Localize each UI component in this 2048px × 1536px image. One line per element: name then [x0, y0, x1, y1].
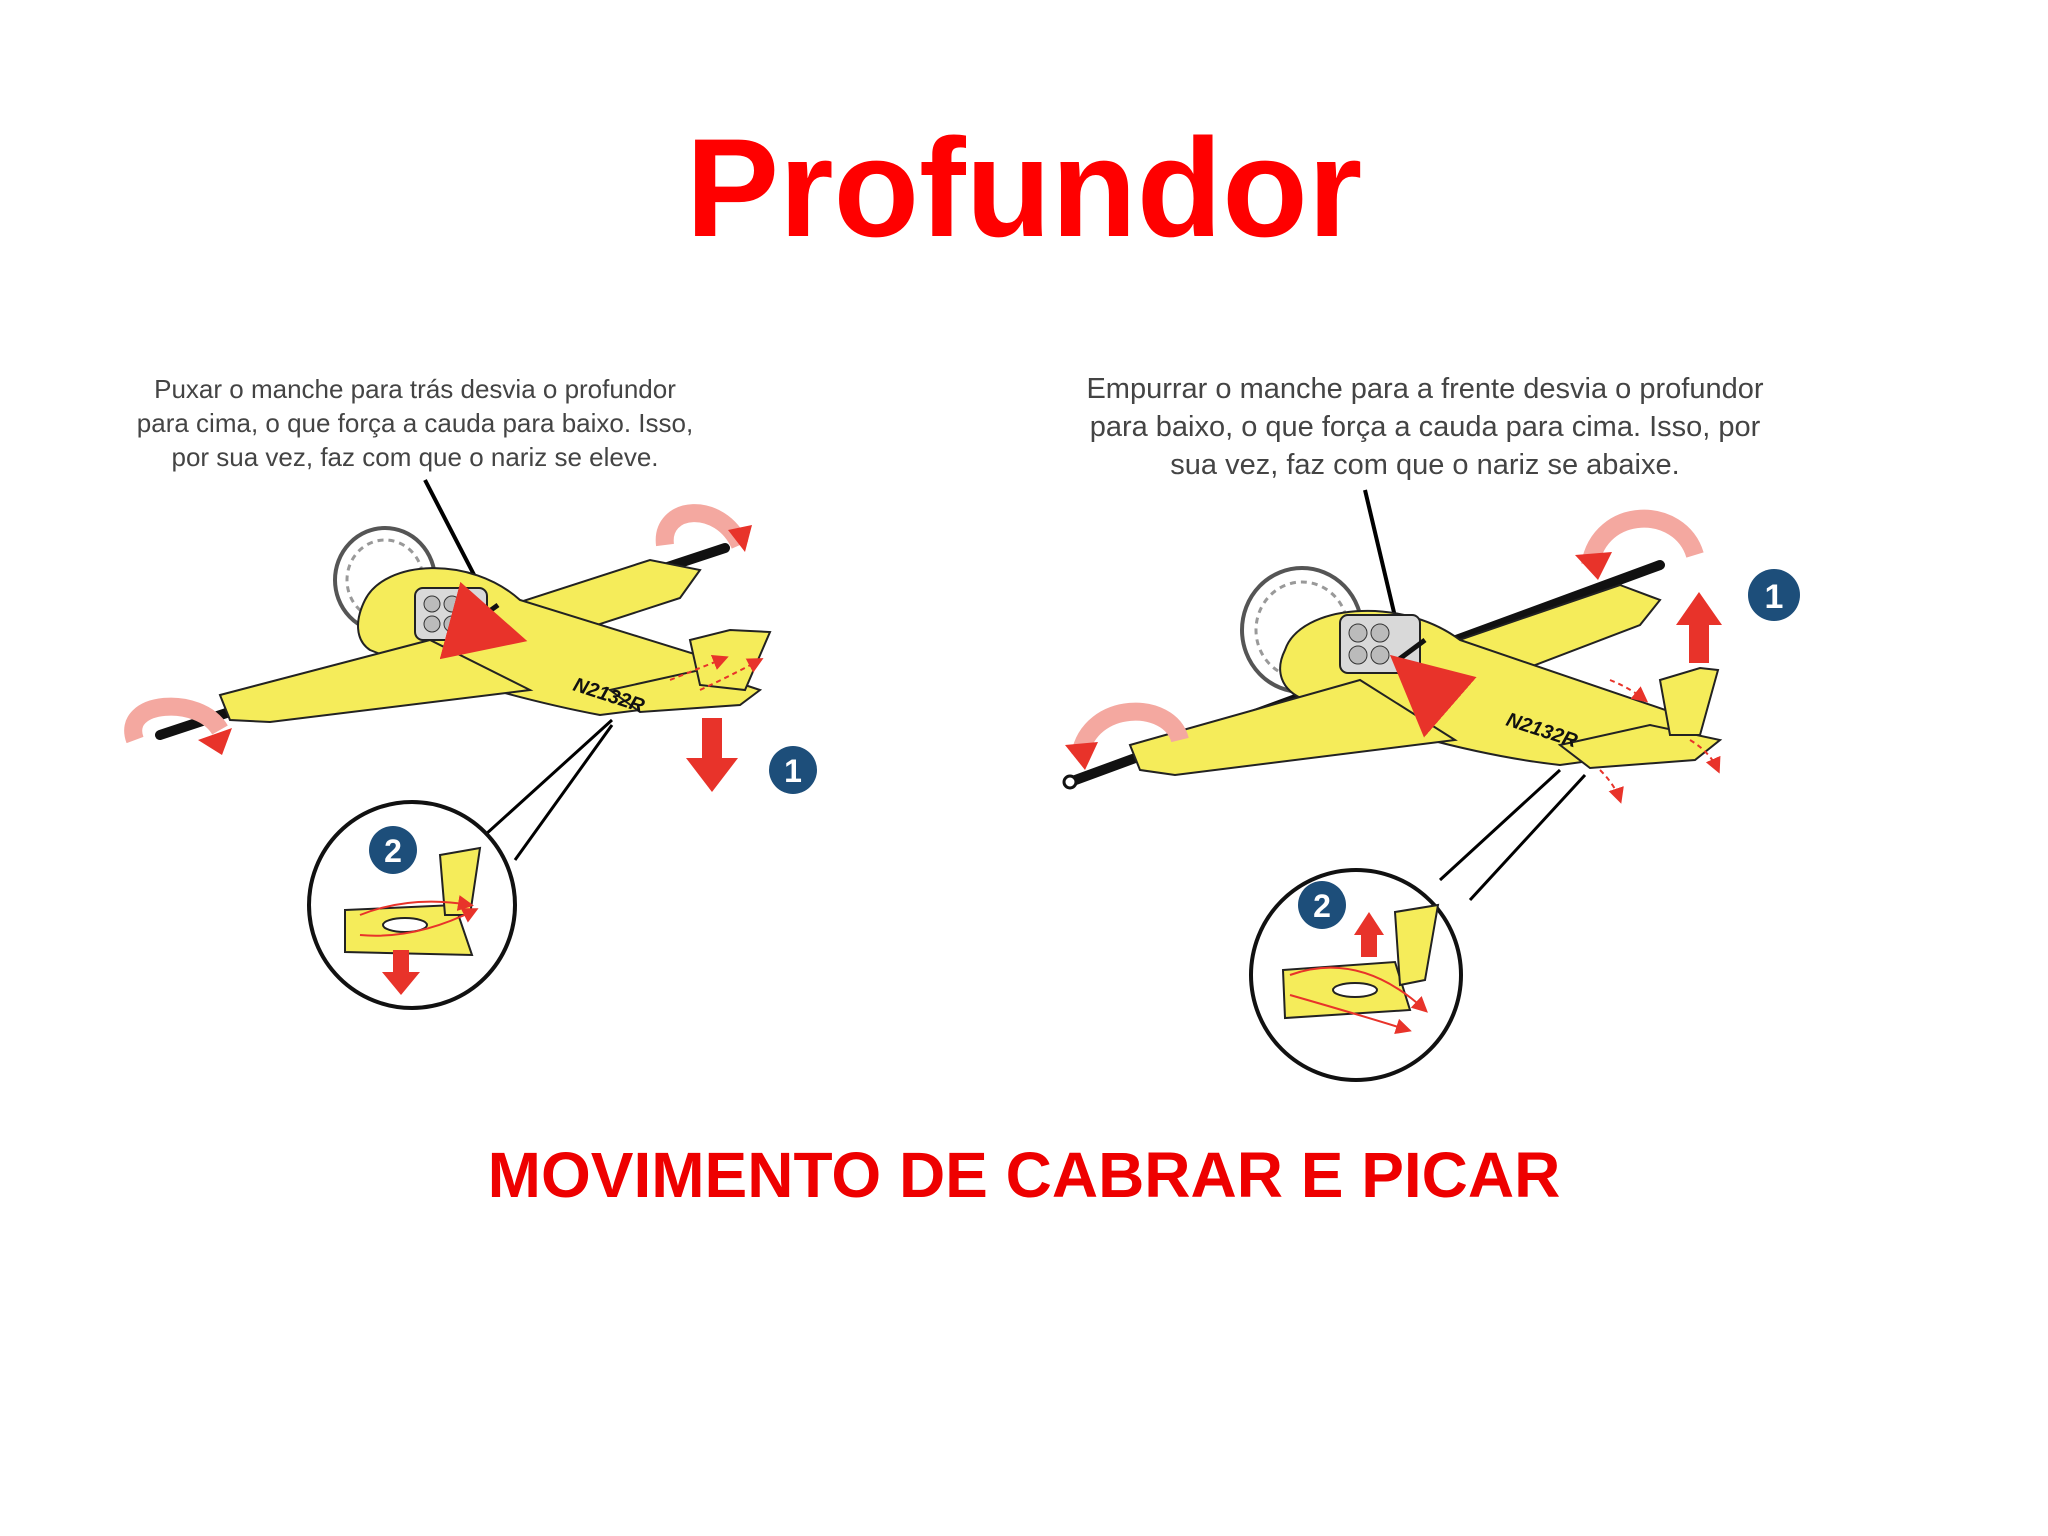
left-tail-down-arrow: [686, 718, 738, 792]
right-caption-line: para baixo, o que força a cauda para cim…: [1089, 411, 1761, 443]
right-airplane: N2132R 1 2: [1062, 489, 1800, 1082]
left-badge-1: 1: [769, 746, 817, 794]
svg-text:2: 2: [384, 833, 402, 869]
right-tail-up-arrow: [1676, 592, 1722, 663]
right-vertical-fin: [1658, 666, 1720, 736]
left-airflow: [669, 655, 729, 681]
left-near-wing: [218, 638, 534, 724]
right-caption: Empurrar o manche para a frente desvia o…: [1040, 370, 1810, 484]
right-airflow: [1609, 679, 1649, 703]
left-yoke-arrow: [439, 581, 528, 660]
right-callout-line: [1438, 768, 1562, 882]
left-badge-2: 2: [369, 826, 417, 874]
left-caption-line: Puxar o manche para trás desvia o profun…: [154, 374, 676, 404]
svg-text:2: 2: [1313, 888, 1331, 924]
left-caption-line: para cima, o que força a cauda para baix…: [136, 408, 694, 438]
left-roll-arrow-tip: [655, 504, 749, 550]
right-near-wing: [1128, 678, 1458, 777]
right-caption-line: sua vez, faz com que o nariz se abaixe.: [1170, 449, 1680, 481]
left-callout-line: [483, 718, 614, 837]
svg-text:1: 1: [1765, 578, 1784, 616]
left-caption: Puxar o manche para trás desvia o profun…: [100, 372, 730, 474]
right-caption-line: Empurrar o manche para a frente desvia o…: [1086, 373, 1764, 405]
right-badge-1: 1: [1748, 569, 1800, 621]
slide-title: Profundor: [685, 109, 1363, 266]
right-roll-arrow-tip: [1581, 509, 1704, 568]
svg-text:1: 1: [784, 753, 802, 789]
left-zoom-callout: [307, 800, 517, 1010]
left-airplane: N2132R 1 2: [124, 479, 817, 1010]
right-roll-arrow-tail: [1071, 702, 1189, 758]
left-caption-line: por sua vez, faz com que o nariz se elev…: [171, 442, 659, 472]
right-cockpit: [1339, 614, 1427, 674]
right-badge-2: 2: [1298, 881, 1346, 929]
right-yoke-arrow: [1389, 654, 1477, 738]
left-roll-arrow-tail: [124, 697, 228, 744]
right-zoom-callout: [1249, 868, 1463, 1082]
slide-subtitle: MOVIMENTO DE CABRAR E PICAR: [487, 1139, 1561, 1211]
